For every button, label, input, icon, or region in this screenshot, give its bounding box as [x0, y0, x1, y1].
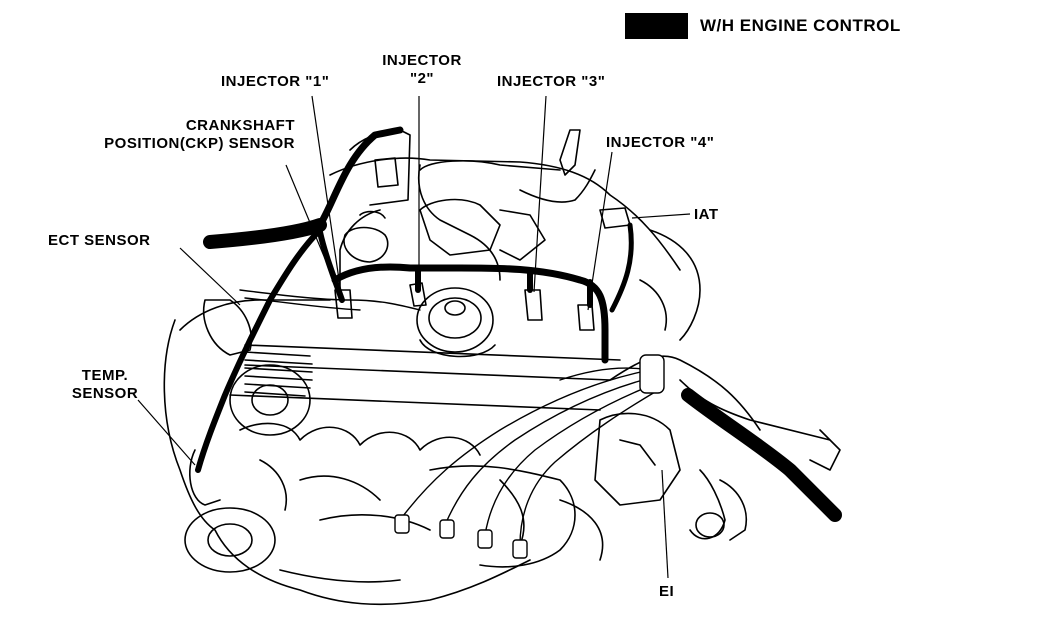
label-ckp-line1: CRANKSHAFT	[185, 117, 295, 134]
leader-injector-3	[533, 95, 547, 293]
leader-injector-1	[311, 95, 343, 301]
plug-boots	[394, 354, 665, 559]
label-temp-sensor: TEMP. SENSOR	[50, 367, 160, 403]
engine-line-art	[163, 129, 841, 606]
legend-label: W/H ENGINE CONTROL	[700, 16, 901, 35]
label-iat: IAT	[694, 206, 719, 223]
leader-temp	[137, 399, 196, 466]
leader-ect	[179, 247, 241, 306]
leader-ei	[661, 469, 669, 579]
label-ckp-line2: POSITION(CKP) SENSOR	[104, 135, 295, 152]
label-ckp-sensor: CRANKSHAFT POSITION(CKP) SENSOR	[40, 117, 295, 153]
leader-lines	[137, 95, 691, 579]
label-temp-line2: SENSOR	[71, 385, 139, 402]
leader-injector-4	[587, 151, 613, 311]
label-injector-4: INJECTOR "4"	[606, 134, 715, 151]
label-ei: EI	[659, 583, 675, 600]
label-ect-sensor: ECT SENSOR	[48, 232, 151, 249]
label-injector-2-line1: INJECTOR	[382, 52, 462, 69]
label-temp-line1: TEMP.	[81, 367, 129, 384]
label-injector-1: INJECTOR "1"	[221, 73, 330, 90]
engine-control-harness	[195, 126, 842, 522]
legend-swatch	[625, 13, 688, 39]
leader-iat	[631, 213, 691, 219]
leader-ckp	[285, 164, 339, 291]
label-injector-3: INJECTOR "3"	[497, 73, 606, 90]
label-injector-2-line2: "2"	[409, 70, 435, 87]
label-injector-2: INJECTOR "2"	[372, 52, 472, 88]
ignition-wires	[239, 289, 656, 546]
